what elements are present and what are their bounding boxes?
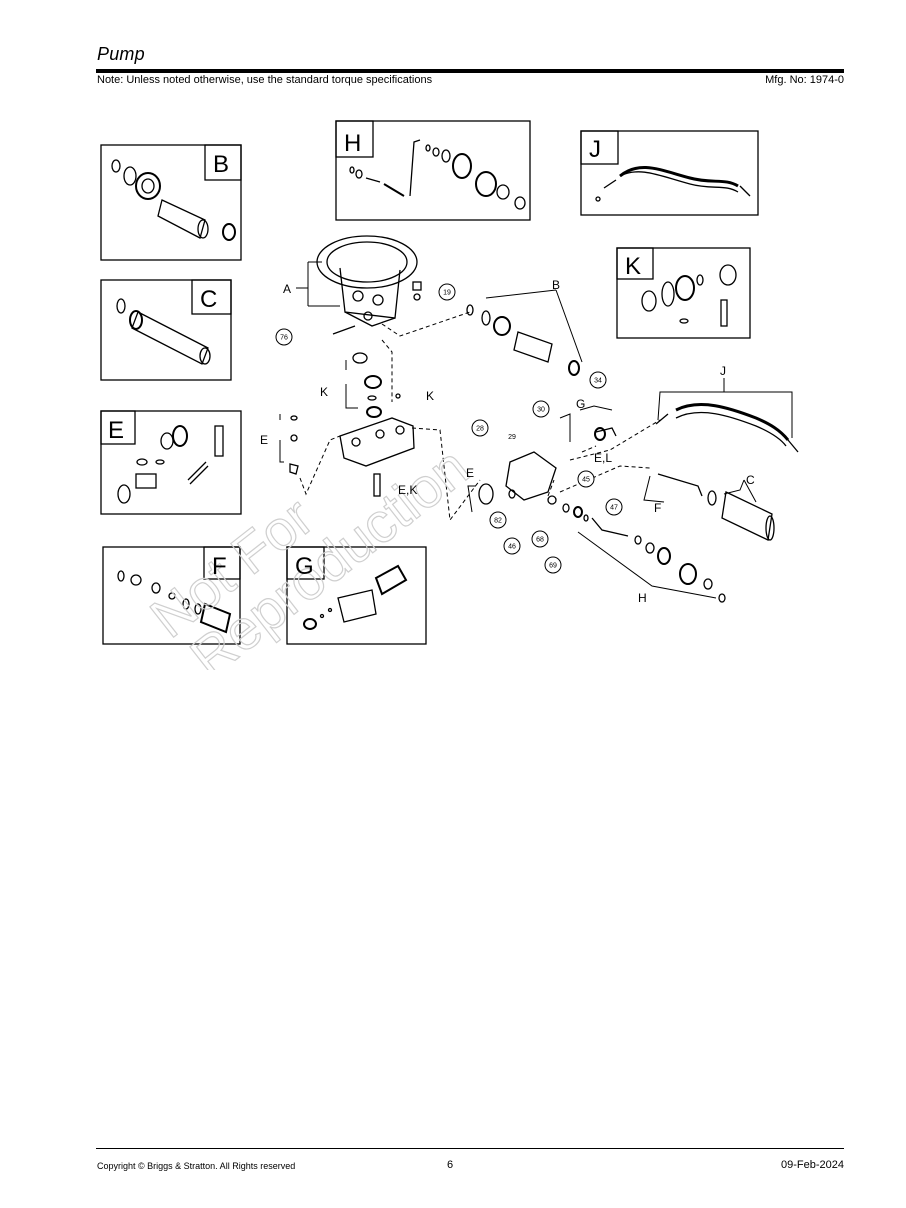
publish-date: 09-Feb-2024 [781,1159,844,1171]
callout-82-circle [489,511,507,529]
pump-exploded-diagram: Not For Reproduction B C E F G H J K 19 … [100,120,799,670]
crankcase-assembly [316,235,422,335]
callout-28: 28 [476,426,484,433]
callout-34: 34 [594,378,602,385]
inset-b [100,144,242,261]
label-j: J [720,364,726,378]
callout-34-circle [589,371,607,389]
pump-manifold [289,415,415,497]
label-c: C [746,473,755,487]
label-k-left: K [320,385,328,399]
mfg-number: Mfg. No: 1974-0 [765,74,844,86]
page-number: 6 [447,1159,454,1171]
inset-g-letter: G [295,553,314,580]
callout-45: 45 [582,477,590,484]
inset-e-letter: E [108,417,124,444]
label-e-left: E [260,433,268,447]
callout-46: 46 [508,544,516,551]
label-k-right: K [426,389,434,403]
callout-29: 29 [508,434,516,441]
label-g: G [576,397,585,411]
callout-69-circle [544,556,562,574]
inset-c [100,279,232,381]
seal-stack-k [352,352,401,418]
callout-76: 76 [280,335,288,342]
inset-f [102,546,241,645]
label-e-right: E [466,466,474,480]
inset-h [335,120,531,221]
callout-19: 19 [443,290,451,297]
inset-j-letter: J [589,136,601,163]
callout-30: 30 [537,407,545,414]
hose-j [655,403,799,453]
inset-k-letter: K [625,253,641,280]
callout-68: 68 [536,537,544,544]
callout-28-circle [471,419,489,437]
callout-47: 47 [610,505,618,512]
inset-b-letter: B [213,151,229,178]
callout-47-circle [605,498,623,516]
inset-k [616,247,751,339]
label-e-k: E,K [398,483,417,497]
bracket-lines [279,261,793,599]
label-e-l: E,L [594,451,612,465]
pump-head [478,427,775,603]
copyright-notice: Copyright © Briggs & Stratton. All Right… [97,1161,296,1171]
callout-30-circle [532,400,550,418]
inset-g [286,546,427,645]
label-b: B [552,278,560,292]
callout-69: 69 [549,563,557,570]
inset-f-letter: F [212,553,227,580]
label-f: F [654,501,661,515]
inset-h-letter: H [344,130,361,157]
leader-lines [299,311,661,522]
header-rule [96,69,844,73]
inset-j [580,130,759,216]
outlet-assembly-b [466,304,580,376]
label-a: A [283,282,291,296]
callout-82: 82 [494,518,502,525]
page-title: Pump [97,44,145,64]
inset-e [100,410,242,515]
callout-45-circle [577,470,595,488]
torque-note: Note: Unless noted otherwise, use the st… [97,74,433,86]
footer-rule [96,1148,844,1149]
callout-46-circle [503,537,521,555]
inset-c-letter: C [200,286,217,313]
callout-68-circle [531,530,549,548]
callout-19-circle [438,283,456,301]
callout-76-circle [275,328,293,346]
label-h: H [638,591,647,605]
